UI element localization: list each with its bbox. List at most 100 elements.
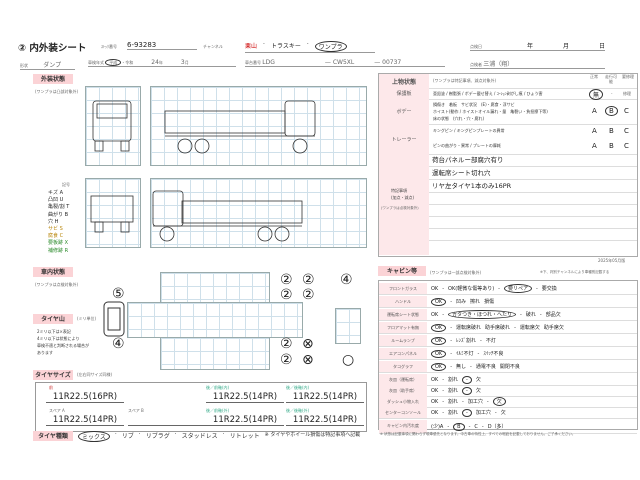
cabin-option[interactable]: 要交換 — [541, 286, 557, 292]
cabin-option[interactable]: 欠 — [500, 410, 506, 416]
tread-front-right[interactable]: ④ — [112, 336, 125, 352]
cabin-option[interactable]: 割れ — [448, 388, 459, 394]
cabin-option[interactable]: OK — [431, 349, 447, 358]
cabin-option[interactable]: 欠 — [475, 388, 481, 394]
tire-rear-front-inner[interactable]: 11R22.5(14PR) — [206, 392, 284, 403]
tread-rr-3[interactable]: ② — [280, 352, 293, 368]
cabin-option[interactable]: - — [450, 298, 453, 305]
cabin-option[interactable]: ｽｲｯﾁ不良 — [483, 351, 504, 357]
cabin-option[interactable]: - — [442, 311, 445, 318]
cabin-option[interactable]: - — [442, 398, 445, 405]
cabin-option[interactable]: 破れ — [525, 312, 536, 318]
cabin-option[interactable]: - — [539, 311, 542, 318]
cabin-option[interactable]: - — [494, 409, 497, 416]
cabin-option[interactable]: 割れ — [448, 410, 459, 416]
cabin-option[interactable]: - — [442, 285, 445, 292]
cabin-option[interactable]: - — [498, 285, 500, 292]
cabin-option[interactable]: ｲﾙﾐ不灯 — [456, 351, 474, 357]
cabin-option[interactable]: - — [477, 350, 480, 357]
cabin-option[interactable]: 助手席欠 — [543, 325, 564, 331]
tread-rr-1[interactable]: ② — [280, 336, 293, 352]
tire-type-studless[interactable]: スタッドレス — [181, 433, 218, 440]
cabin-option[interactable]: - — [481, 423, 484, 430]
rear-view-grid[interactable] — [85, 178, 141, 248]
cabin-option[interactable]: OK — [431, 398, 439, 405]
cabin-option[interactable]: - — [514, 324, 516, 331]
cabin-option[interactable]: OK — [431, 297, 447, 306]
tread-rl-3[interactable]: ② — [280, 287, 293, 303]
cabin-option[interactable]: - — [462, 386, 472, 395]
tread-spare-a[interactable]: ④ — [340, 272, 353, 288]
cabin-option[interactable]: (少)A — [431, 424, 444, 430]
row-body[interactable]: ボデー損傷き 着板 サビ状況 (E)・腐食・浮サビホイスト(動作 / ホイストオ… — [379, 99, 637, 125]
cabin-option[interactable]: 加工穴 — [475, 410, 491, 416]
cabin-option[interactable]: - — [520, 311, 522, 318]
cabin-option[interactable]: 開閉不良 — [499, 364, 520, 370]
tire-type-retread[interactable]: リトレット — [229, 433, 260, 440]
channel-wanpura[interactable]: ワンプラ — [314, 41, 347, 52]
cabin-option[interactable]: 加工穴 — [467, 399, 483, 405]
cabin-option[interactable]: OK — [431, 323, 447, 332]
cabin-option[interactable]: - — [442, 387, 445, 394]
cabin-option[interactable]: OK — [431, 409, 439, 416]
rear-body-grid[interactable] — [335, 308, 361, 344]
cabin-option[interactable]: OK — [431, 336, 447, 345]
cabin-option[interactable]: B — [453, 422, 465, 431]
cabin-option[interactable]: 欠 — [492, 397, 506, 406]
channel-kuriyama[interactable]: 栗山 — [245, 43, 258, 50]
cabin-option[interactable]: C — [474, 423, 478, 430]
tread-rr-4[interactable]: ⊗ — [302, 352, 314, 368]
tire-front[interactable]: 11R22.5(16PR) — [46, 392, 124, 403]
cabin-row[interactable]: 灰皿（運転席）OK-割れ-欠 — [379, 374, 637, 386]
cabin-option[interactable]: - — [450, 363, 453, 370]
cabin-option[interactable]: 損傷 — [484, 299, 495, 305]
tire-rear-front-outer[interactable]: 11R22.5(14PR) — [206, 415, 284, 426]
cabin-option[interactable]: - — [462, 398, 464, 405]
cabin-option[interactable]: OK — [431, 311, 439, 318]
left-side-view-grid[interactable] — [150, 86, 367, 166]
cabin-option[interactable]: ガタつき・ほつれ・へたり — [448, 310, 517, 319]
tire-spare-a[interactable]: 11R22.5(14PR) — [46, 415, 124, 426]
cabin-option[interactable]: 無し — [456, 364, 467, 370]
tread-front-left[interactable]: ⑤ — [112, 286, 125, 302]
tread-rl-1[interactable]: ② — [280, 272, 293, 288]
cabin-option[interactable]: - — [450, 324, 453, 331]
floor-grid[interactable] — [127, 302, 303, 338]
cabin-option[interactable]: 割れ — [448, 377, 459, 383]
tire-rear-rear-inner[interactable]: 11R22.5(14PR) — [286, 392, 364, 403]
cabin-option[interactable]: - — [486, 398, 489, 405]
tire-type-rib[interactable]: リブ — [121, 433, 134, 440]
cabin-option[interactable]: - — [450, 337, 453, 344]
cabin-option[interactable]: - — [462, 375, 472, 384]
cabin-option[interactable]: OK — [431, 362, 447, 371]
cabin-option[interactable]: 助手席破れ — [485, 325, 511, 331]
tread-rr-2[interactable]: ⊗ — [302, 336, 314, 352]
cabin-option[interactable]: 凹み — [456, 299, 467, 305]
tread-spare-b[interactable]: ○ — [342, 352, 355, 368]
cabin-option[interactable]: - — [442, 409, 445, 416]
cabin-option[interactable]: ﾚﾝｽﾞ割れ — [456, 338, 477, 344]
cabin-option[interactable]: 運転席欠 — [519, 325, 540, 331]
cabin-option[interactable]: 不灯 — [485, 338, 496, 344]
cabin-option[interactable]: OK(軽微な傷等あり) — [448, 286, 495, 292]
cabin-option[interactable]: OK — [431, 376, 439, 383]
cabin-row[interactable]: キャビン内汚れ度(少)A-B-C-D（多） — [379, 420, 637, 434]
tire-type-riblug[interactable]: リブラグ — [145, 433, 170, 440]
cabin-option[interactable]: - — [462, 408, 472, 417]
cabin-option[interactable]: - — [468, 423, 471, 430]
cabin-option[interactable]: 欠 — [475, 377, 481, 383]
remarks-list[interactable]: 荷台パネルー部腐穴有り 運転席シート切れ穴 リヤ左タイヤ1本のみ16PR — [429, 154, 637, 241]
cabin-option[interactable]: - — [442, 376, 445, 383]
cabin-option[interactable]: - — [480, 337, 482, 344]
cabin-option[interactable]: 部品欠 — [545, 312, 561, 318]
cabin-option[interactable]: OK — [431, 285, 439, 292]
cabin-option[interactable]: - — [535, 285, 538, 292]
row-protect-plate[interactable]: 保護板亜鉛塗 / 樹脂張 / ボデー載せ替え / ｺｰｼｮﾝ剥がし痕 / ひょう… — [379, 88, 637, 100]
